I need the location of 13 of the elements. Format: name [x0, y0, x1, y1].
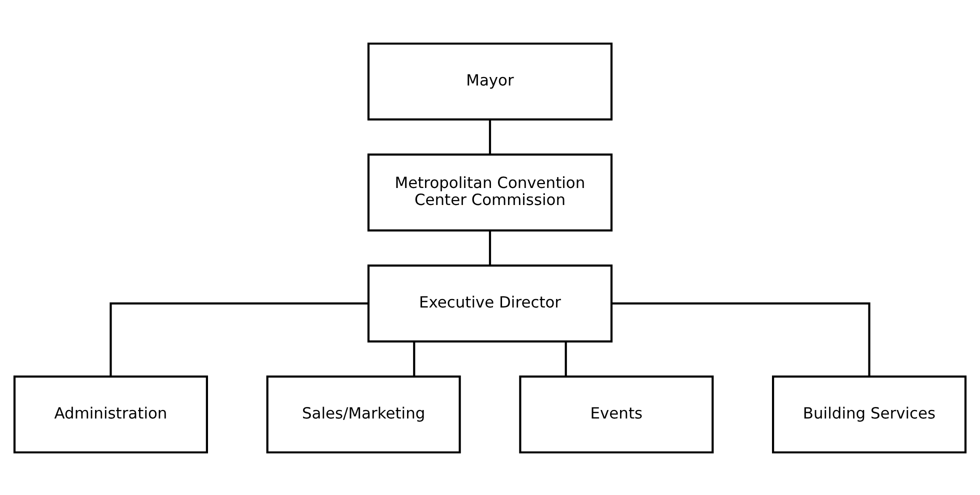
node-box: Sales/Marketing: [266, 374, 461, 453]
connector: [488, 119, 492, 154]
connector: [110, 302, 368, 376]
connector: [413, 341, 416, 376]
connector: [488, 230, 492, 265]
node-box: Metropolitan Convention Center Commission: [367, 153, 613, 231]
node-box: Building Services: [772, 374, 967, 453]
node-box: Mayor: [367, 42, 613, 120]
node-box: Executive Director: [367, 264, 613, 342]
connector: [612, 302, 870, 376]
node-box: Events: [519, 374, 714, 453]
connector: [564, 341, 567, 376]
node-box: Administration: [13, 374, 208, 453]
